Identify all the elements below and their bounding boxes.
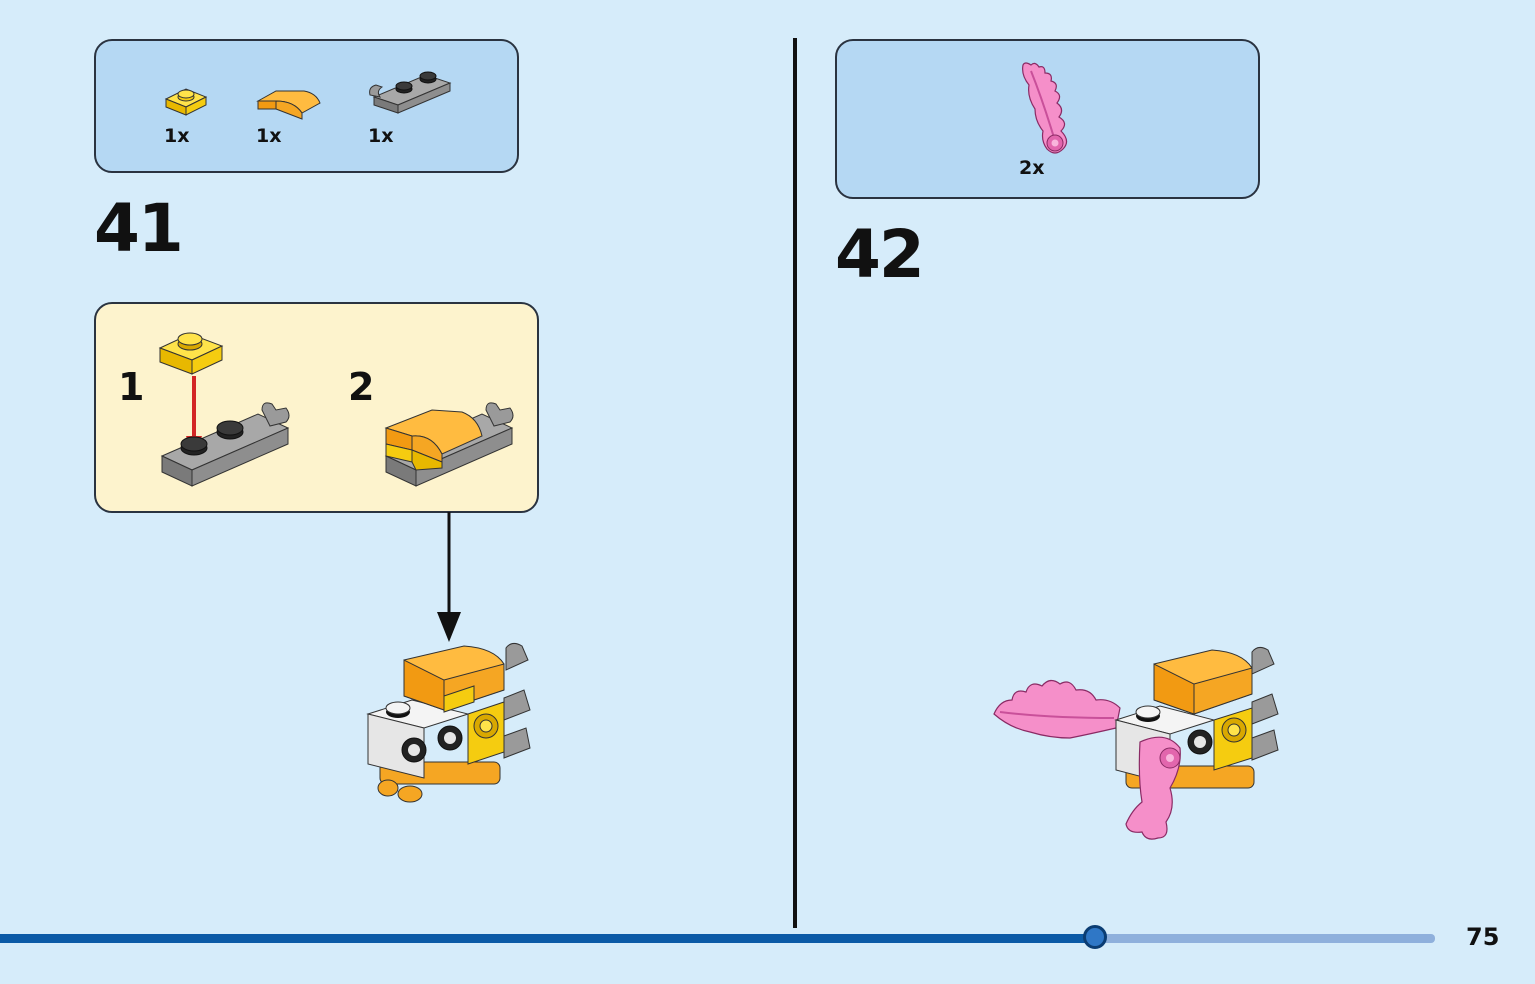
step-number: 42 <box>835 216 925 293</box>
step-number: 41 <box>94 190 184 267</box>
pink-wing-icon <box>1022 62 1068 154</box>
yellow-plate-1x1-icon <box>158 332 224 375</box>
substep-number: 1 <box>118 365 145 409</box>
page-number: 75 <box>1466 923 1500 951</box>
part-qty: 2x <box>1019 157 1045 179</box>
model-assembly-icon <box>366 642 531 803</box>
page-divider <box>793 38 797 928</box>
subassembly-box: 1 2 <box>94 302 539 513</box>
step-41-parts-box: 1x 1x 1x <box>94 39 519 173</box>
yellow-plate-1x1-icon <box>164 88 208 116</box>
orange-slope-icon <box>256 90 321 120</box>
progress-knob[interactable] <box>1083 925 1107 949</box>
part-qty: 1x <box>164 125 190 147</box>
part-qty: 1x <box>256 125 282 147</box>
arrow-down-icon <box>437 512 461 642</box>
grey-plate-clip-icon <box>160 402 290 487</box>
step-42-parts-box: 2x <box>835 39 1260 199</box>
part-qty: 1x <box>368 125 394 147</box>
progress-fill <box>0 934 1095 943</box>
grey-plate-clip-icon <box>369 71 452 114</box>
model-assembly-with-wings-icon <box>993 646 1279 840</box>
substep-number: 2 <box>348 365 375 409</box>
assembled-clip-slope-icon <box>384 402 514 487</box>
